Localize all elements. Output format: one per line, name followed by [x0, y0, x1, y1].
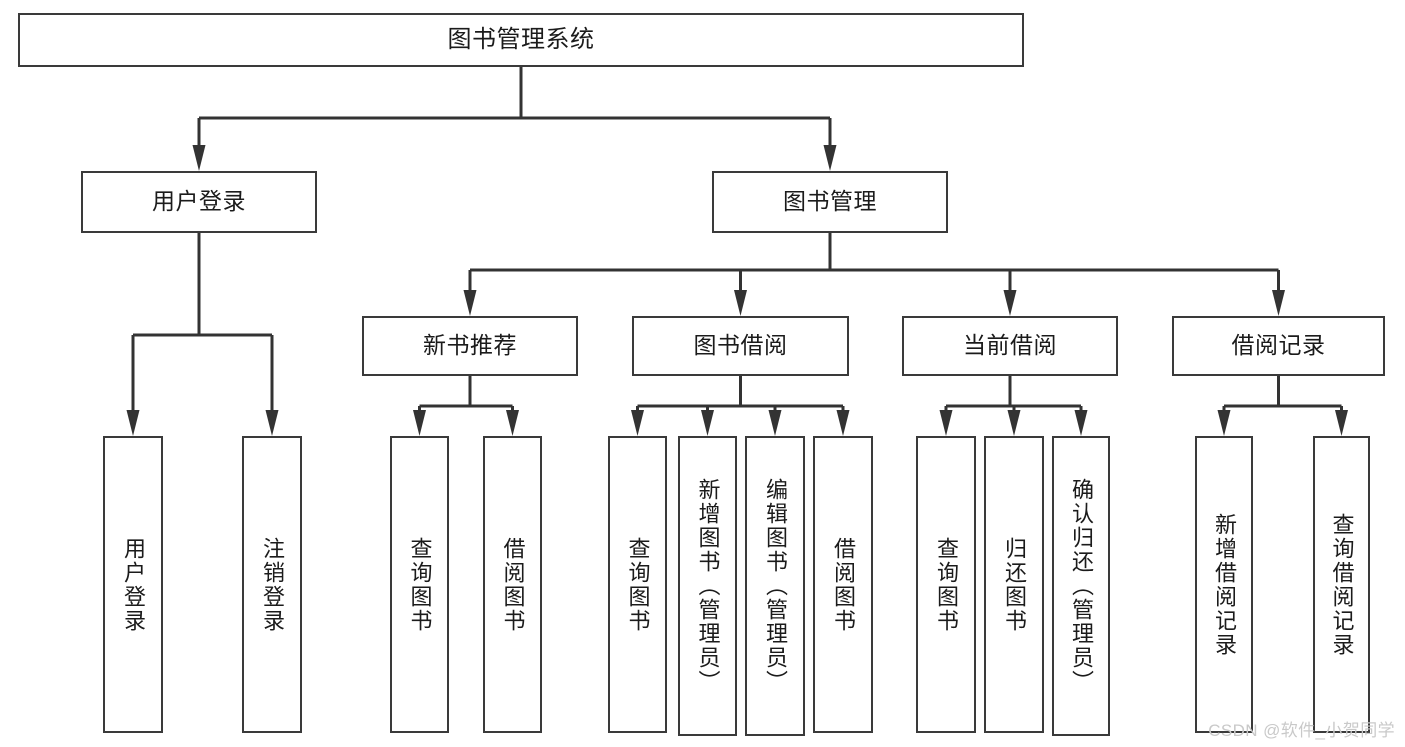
arrowhead-leaf-query-book-2 [631, 410, 644, 436]
arrowhead-leaf-logout [265, 410, 279, 436]
arrowhead-login [192, 145, 206, 171]
node-label-login: 用户登录 [152, 188, 246, 215]
node-label-leaf-return-book: 归还图书 [1002, 536, 1027, 633]
arrowhead-borrow [734, 290, 747, 316]
node-label-leaf-add-record: 新增借阅记录 [1212, 512, 1237, 657]
node-label-newbook: 新书推荐 [423, 332, 517, 359]
node-leaf-query-book-2[interactable]: 查询图书 [608, 436, 667, 733]
node-label-bookmgmt: 图书管理 [783, 188, 877, 215]
arrowhead-leaf-borrow-book-1 [506, 410, 519, 436]
arrowhead-leaf-return-book [1007, 410, 1021, 436]
arrowhead-record [1272, 290, 1285, 316]
node-label-leaf-user-login: 用户登录 [121, 536, 146, 633]
node-label-leaf-query-book-1: 查询图书 [407, 536, 433, 633]
arrowhead-newbook [463, 290, 477, 316]
node-leaf-query-book-1[interactable]: 查询图书 [390, 436, 449, 733]
arrowhead-leaf-query-record [1335, 410, 1348, 436]
node-leaf-confirm-return[interactable]: 确认归还（管理员） [1052, 436, 1110, 736]
node-label-leaf-add-book: 新增图书（管理员） [695, 478, 721, 694]
arrowhead-leaf-user-login [126, 410, 140, 436]
node-leaf-borrow-book-1[interactable]: 借阅图书 [483, 436, 542, 733]
node-label-leaf-query-book-2: 查询图书 [625, 536, 651, 633]
node-leaf-edit-book[interactable]: 编辑图书（管理员） [745, 436, 805, 736]
node-label-current: 当前借阅 [963, 332, 1057, 359]
node-leaf-query-book-3[interactable]: 查询图书 [916, 436, 976, 733]
arrowhead-leaf-confirm-return [1074, 410, 1088, 436]
node-current[interactable]: 当前借阅 [902, 316, 1118, 376]
node-label-leaf-logout: 注销登录 [260, 536, 285, 633]
node-leaf-return-book[interactable]: 归还图书 [984, 436, 1044, 733]
node-label-leaf-borrow-book-1: 借阅图书 [500, 536, 526, 633]
node-label-leaf-query-book-3: 查询图书 [934, 536, 959, 633]
node-label-leaf-query-record: 查询借阅记录 [1329, 512, 1355, 657]
node-login[interactable]: 用户登录 [81, 171, 317, 233]
arrowhead-leaf-query-book-1 [413, 410, 426, 436]
arrowhead-leaf-edit-book [768, 410, 782, 436]
node-leaf-add-book[interactable]: 新增图书（管理员） [678, 436, 737, 736]
arrowhead-current [1003, 290, 1017, 316]
node-leaf-borrow-book-2[interactable]: 借阅图书 [813, 436, 873, 733]
node-label-record: 借阅记录 [1231, 332, 1326, 359]
arrowhead-leaf-add-record [1217, 410, 1231, 436]
node-record[interactable]: 借阅记录 [1172, 316, 1385, 376]
arrowhead-leaf-add-book [701, 410, 714, 436]
node-newbook[interactable]: 新书推荐 [362, 316, 578, 376]
node-leaf-user-login[interactable]: 用户登录 [103, 436, 163, 733]
node-bookmgmt[interactable]: 图书管理 [712, 171, 948, 233]
node-label-leaf-confirm-return: 确认归还（管理员） [1069, 478, 1094, 694]
node-borrow[interactable]: 图书借阅 [632, 316, 849, 376]
node-root[interactable]: 图书管理系统 [18, 13, 1024, 67]
node-label-leaf-borrow-book-2: 借阅图书 [831, 536, 856, 633]
node-leaf-logout[interactable]: 注销登录 [242, 436, 302, 733]
node-label-leaf-edit-book: 编辑图书（管理员） [763, 478, 788, 694]
node-leaf-query-record[interactable]: 查询借阅记录 [1313, 436, 1370, 733]
node-leaf-add-record[interactable]: 新增借阅记录 [1195, 436, 1253, 733]
arrowhead-leaf-query-book-3 [939, 410, 953, 436]
arrowhead-leaf-borrow-book-2 [836, 410, 850, 436]
node-label-borrow: 图书借阅 [693, 332, 788, 359]
node-label-root: 图书管理系统 [447, 25, 595, 53]
arrowhead-bookmgmt [823, 145, 837, 171]
